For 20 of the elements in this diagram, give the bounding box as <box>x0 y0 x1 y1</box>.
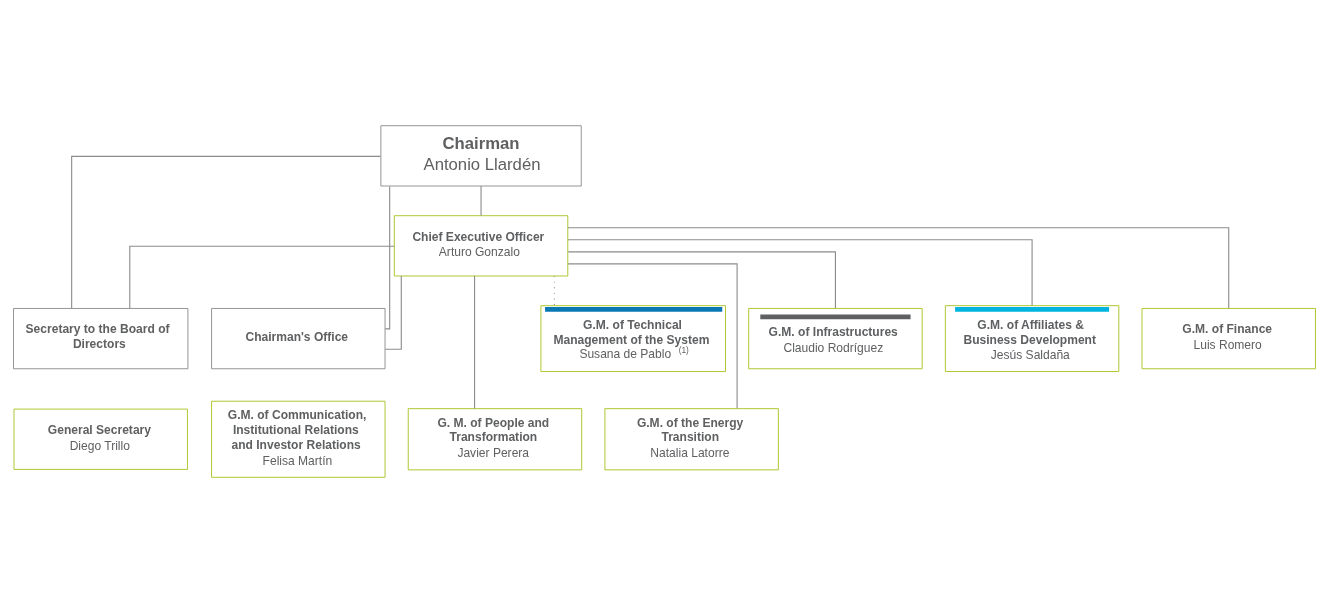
connector <box>480 185 482 217</box>
connector <box>384 185 391 330</box>
connector <box>474 275 476 410</box>
node-box: Secretary to the Board of Directors <box>13 308 189 370</box>
connector <box>567 263 738 409</box>
node-box: G.M. of Finance Luis Romero <box>1141 308 1316 370</box>
node-box: G.M. of Infrastructures Claudio Rodríguez <box>748 308 923 370</box>
node-box: G.M. of the Energy Transition Natalia Latorre <box>604 408 779 471</box>
node-box: Chairman's Office <box>211 308 386 370</box>
connector <box>567 251 836 309</box>
node-box: G. M. of People and Transformation Javier Perera <box>407 408 583 471</box>
node-box: Chief Executive Officer Arturo Gonzalo <box>393 215 569 277</box>
connector <box>384 275 402 350</box>
connector <box>129 245 395 309</box>
connector <box>567 227 1230 309</box>
node-box: Chairman Antonio Llardén <box>380 125 582 187</box>
node-box: G.M. of Communication, Institutional Relations and Investor Relations Felisa Martín <box>211 400 386 478</box>
connector <box>71 155 382 309</box>
node-box: General Secretary Diego Trillo <box>13 408 188 470</box>
connector <box>567 239 1033 306</box>
